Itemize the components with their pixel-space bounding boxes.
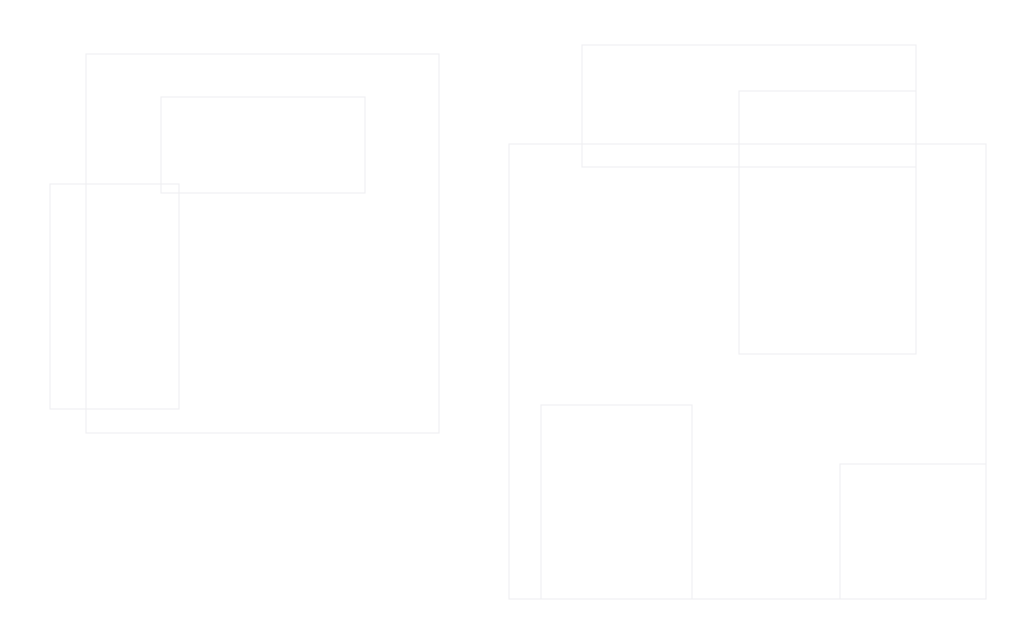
left-lower-left-rectangle (49, 183, 180, 410)
left-inner-top-rectangle (160, 96, 366, 194)
right-top-rectangle (581, 44, 917, 168)
right-large-rectangle (508, 143, 987, 600)
right-middle-rectangle (738, 90, 917, 355)
right-bottom-left-rectangle (540, 404, 693, 600)
left-group (49, 53, 440, 434)
right-group (508, 44, 987, 600)
left-outer-rectangle (85, 53, 440, 434)
right-bottom-right-rectangle (839, 463, 987, 600)
